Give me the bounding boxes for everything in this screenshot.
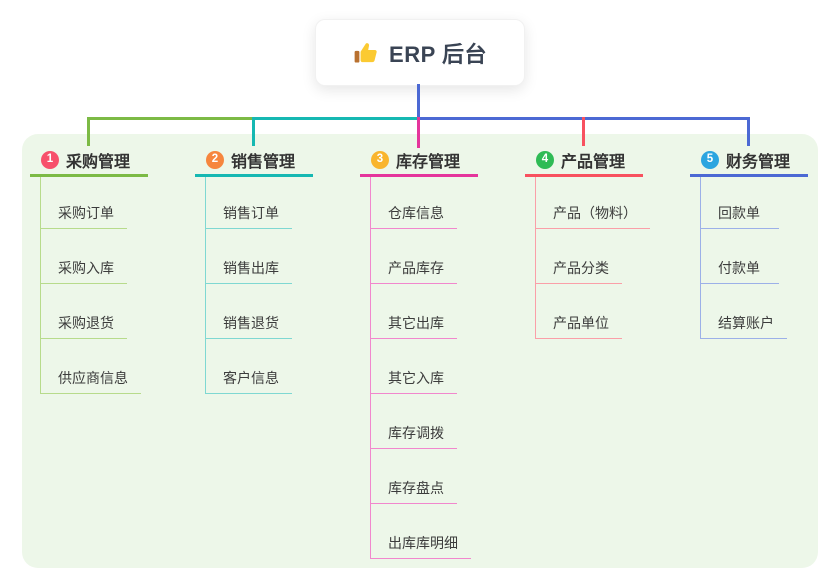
branch-items: 仓库信息产品库存其它出库其它入库库存调拨库存盘点出库库明细 <box>370 177 520 559</box>
branch-header[interactable]: 3 库存管理 <box>360 146 478 177</box>
branch-column-5: 5 财务管理 回款单付款单结算账户 <box>690 146 839 339</box>
branch-column-4: 4 产品管理 产品（物料） 产品分类产品单位 <box>525 146 685 339</box>
horizontal-segment-middle <box>252 117 420 120</box>
item-label: 出库库明细 <box>388 535 458 552</box>
item-label: 库存盘点 <box>388 480 444 497</box>
root-title: ERP 后台 <box>389 41 487 67</box>
mindmap-item[interactable]: 回款单 <box>701 177 779 229</box>
branch-title: 销售管理 <box>231 154 296 171</box>
branch-title: 产品管理 <box>561 154 626 171</box>
item-label: 库存调拨 <box>388 425 444 442</box>
mindmap-item[interactable]: 结算账户 <box>701 284 787 339</box>
branch-items: 采购订单采购入库采购退货供应商信息 <box>40 177 190 394</box>
thumbs-up-icon <box>353 40 379 66</box>
branch-drop-line-5 <box>747 117 750 146</box>
branch-number-badge: 2 <box>206 151 224 169</box>
mindmap-item[interactable]: 供应商信息 <box>41 339 141 394</box>
branch-drop-line-2 <box>252 117 255 146</box>
horizontal-segment-left <box>87 117 255 120</box>
item-label: 结算账户 <box>718 315 774 332</box>
branch-drop-line-4 <box>582 117 585 146</box>
branch-header[interactable]: 2 销售管理 <box>195 146 313 177</box>
branch-header[interactable]: 5 财务管理 <box>690 146 808 177</box>
mindmap-item[interactable]: 产品分类 <box>536 229 622 284</box>
mindmap-item[interactable]: 其它出库 <box>371 284 457 339</box>
branch-title: 库存管理 <box>396 154 461 171</box>
item-label: 采购订单 <box>58 205 114 222</box>
mindmap-panel <box>22 134 818 568</box>
branch-header[interactable]: 1 采购管理 <box>30 146 148 177</box>
branch-items: 销售订单销售出库销售退货客户信息 <box>205 177 355 394</box>
mindmap-item[interactable]: 仓库信息 <box>371 177 457 229</box>
item-label: 销售出库 <box>223 260 279 277</box>
branch-items: 回款单付款单结算账户 <box>700 177 839 339</box>
mindmap-item[interactable]: 库存调拨 <box>371 394 457 449</box>
mindmap-item[interactable]: 产品单位 <box>536 284 622 339</box>
item-label: 采购入库 <box>58 260 114 277</box>
mindmap-item[interactable]: 采购退货 <box>41 284 127 339</box>
item-label: 产品库存 <box>388 260 444 277</box>
branch-number-badge: 3 <box>371 151 389 169</box>
item-label: 仓库信息 <box>388 205 444 222</box>
mindmap-item[interactable]: 销售订单 <box>206 177 292 229</box>
item-label: 产品单位 <box>553 315 609 332</box>
branch-title: 财务管理 <box>726 154 791 171</box>
branch-number-badge: 4 <box>536 151 554 169</box>
mindmap-item[interactable]: 出库库明细 <box>371 504 471 559</box>
branch-number-badge: 5 <box>701 151 719 169</box>
branch-column-3: 3 库存管理 仓库信息产品库存其它出库其它入库库存调拨库存盘点出库库明细 <box>360 146 520 559</box>
mindmap-item[interactable]: 产品（物料） <box>536 177 650 229</box>
item-label: 其它出库 <box>388 315 444 332</box>
root-node[interactable]: ERP 后台 <box>315 19 525 86</box>
branch-column-2: 2 销售管理 销售订单销售出库销售退货客户信息 <box>195 146 355 394</box>
mindmap-item[interactable]: 销售退货 <box>206 284 292 339</box>
mindmap-item[interactable]: 库存盘点 <box>371 449 457 504</box>
mindmap-item[interactable]: 产品库存 <box>371 229 457 284</box>
branch-drop-line-1 <box>87 117 90 146</box>
mindmap-item[interactable]: 采购订单 <box>41 177 127 229</box>
item-label: 客户信息 <box>223 370 279 387</box>
mindmap-item[interactable]: 客户信息 <box>206 339 292 394</box>
mindmap-item[interactable]: 销售出库 <box>206 229 292 284</box>
mindmap-item[interactable]: 付款单 <box>701 229 779 284</box>
root-trunk-line <box>417 84 420 118</box>
item-label: 其它入库 <box>388 370 444 387</box>
item-label: 供应商信息 <box>58 370 128 387</box>
item-label: 产品分类 <box>553 260 609 277</box>
branch-column-1: 1 采购管理 采购订单采购入库采购退货供应商信息 <box>30 146 190 394</box>
branch-items: 产品（物料） 产品分类产品单位 <box>535 177 685 339</box>
item-label: 回款单 <box>718 205 760 222</box>
item-label: 采购退货 <box>58 315 114 332</box>
item-label: 产品（物料） <box>553 205 637 222</box>
mindmap-item[interactable]: 采购入库 <box>41 229 127 284</box>
mindmap-item[interactable]: 其它入库 <box>371 339 457 394</box>
item-label: 付款单 <box>718 260 760 277</box>
branch-number-badge: 1 <box>41 151 59 169</box>
item-label: 销售订单 <box>223 205 279 222</box>
branch-drop-line-3 <box>417 117 420 148</box>
item-label: 销售退货 <box>223 315 279 332</box>
branch-title: 采购管理 <box>66 154 131 171</box>
branch-header[interactable]: 4 产品管理 <box>525 146 643 177</box>
